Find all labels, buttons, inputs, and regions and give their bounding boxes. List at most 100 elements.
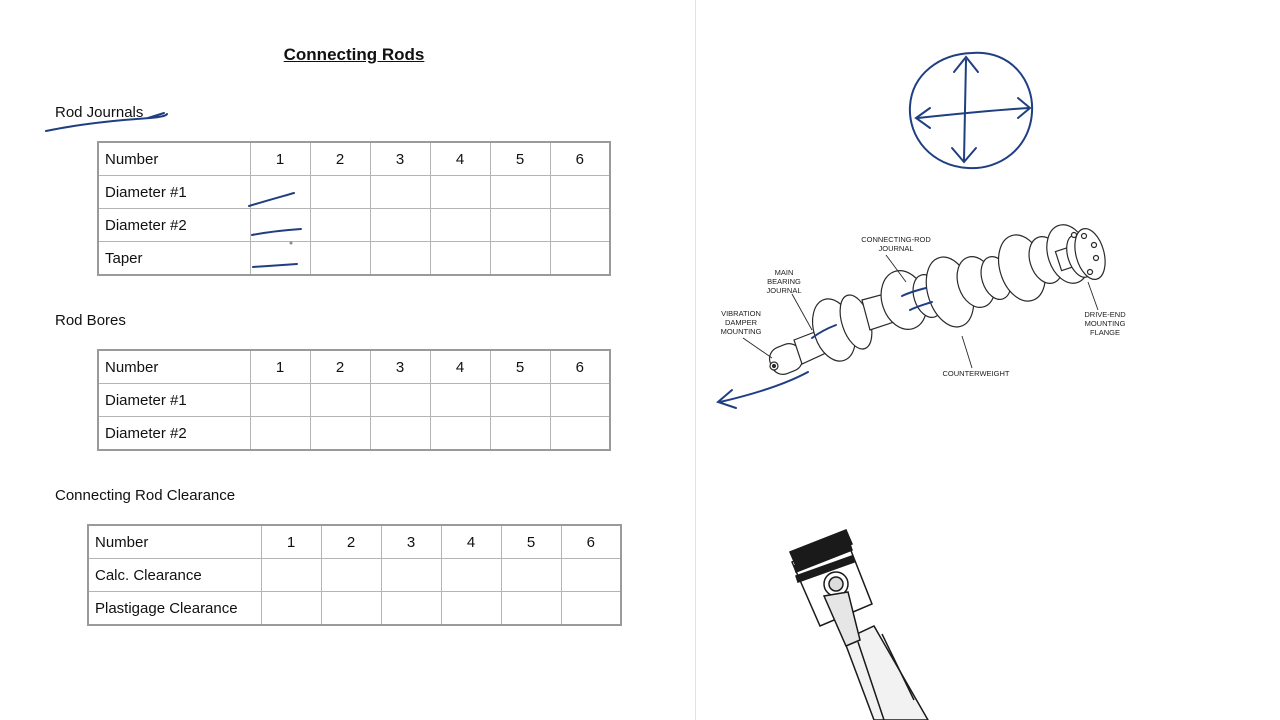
- column-number: 5: [500, 524, 562, 559]
- column-number: 3: [369, 349, 431, 384]
- column-number: 2: [320, 524, 382, 559]
- table-cell[interactable]: [309, 241, 371, 276]
- table-cell[interactable]: [429, 175, 491, 209]
- table-cell[interactable]: [369, 383, 431, 417]
- table-cell[interactable]: [249, 175, 311, 209]
- table-cell[interactable]: [429, 383, 491, 417]
- table-cell[interactable]: [369, 208, 431, 242]
- ink-circle-arrows-drawing: [908, 51, 1034, 170]
- table-cell[interactable]: [309, 175, 371, 209]
- table-cell[interactable]: [549, 416, 611, 451]
- label-main-bearing-journal-line2: BEARING: [767, 277, 801, 286]
- table-cell[interactable]: [500, 591, 562, 626]
- table-header-row: Number 1 2 3 4 5 6: [97, 349, 611, 384]
- table-cell[interactable]: [560, 558, 622, 592]
- worksheet-page: Connecting Rods Rod Journals Number 1 2 …: [45, 45, 622, 626]
- table-cell[interactable]: [260, 591, 322, 626]
- column-number: 1: [260, 524, 322, 559]
- table-cell[interactable]: [309, 416, 371, 451]
- rod-journals-table: Number 1 2 3 4 5 6 Diameter #1 Diameter …: [97, 141, 611, 276]
- table-cell[interactable]: [249, 383, 311, 417]
- table-cell[interactable]: [489, 208, 551, 242]
- section-heading-connecting-rod-clearance: Connecting Rod Clearance: [55, 487, 236, 504]
- header-cell: Number: [87, 524, 262, 559]
- table-row: Diameter #1: [97, 383, 611, 417]
- column-number: 6: [549, 141, 611, 176]
- page-title: Connecting Rods: [283, 45, 425, 64]
- table-cell[interactable]: [249, 241, 311, 276]
- table-cell[interactable]: [549, 208, 611, 242]
- table-cell[interactable]: [549, 241, 611, 276]
- label-main-bearing-journal-line3: JOURNAL: [766, 286, 801, 295]
- label-drive-end-line2: MOUNTING: [1085, 319, 1126, 328]
- column-number: 4: [429, 141, 491, 176]
- table-row: Calc. Clearance: [87, 558, 622, 592]
- column-number: 6: [560, 524, 622, 559]
- heading-underline-tick: [147, 112, 165, 119]
- table-cell[interactable]: [429, 208, 491, 242]
- column-number: 4: [429, 349, 491, 384]
- table-cell[interactable]: [489, 241, 551, 276]
- table-cell[interactable]: [489, 383, 551, 417]
- column-number: 2: [309, 349, 371, 384]
- table-header-row: Number 1 2 3 4 5 6: [97, 141, 611, 176]
- table-cell[interactable]: [260, 558, 322, 592]
- column-number: 3: [369, 141, 431, 176]
- crankshaft-diagram: [768, 224, 1106, 375]
- row-label: Diameter #1: [97, 175, 251, 209]
- row-label: Plastigage Clearance: [87, 591, 262, 626]
- table-row: Plastigage Clearance: [87, 591, 622, 626]
- row-label: Diameter #1: [97, 383, 251, 417]
- table-cell[interactable]: [369, 241, 431, 276]
- table-header-row: Number 1 2 3 4 5 6: [87, 524, 622, 559]
- table-row: Diameter #1: [97, 175, 611, 209]
- crankshaft-labels: CONNECTING-ROD JOURNAL MAIN BEARING JOUR…: [721, 235, 1127, 378]
- page-divider: [695, 0, 696, 720]
- column-number: 4: [440, 524, 502, 559]
- column-number: 1: [249, 141, 311, 176]
- table-cell[interactable]: [549, 175, 611, 209]
- row-label: Diameter #2: [97, 208, 251, 242]
- column-number: 3: [380, 524, 442, 559]
- column-number: 5: [489, 141, 551, 176]
- table-cell[interactable]: [560, 591, 622, 626]
- table-cell[interactable]: [429, 416, 491, 451]
- table-cell[interactable]: [369, 175, 431, 209]
- reference-illustrations-page: CONNECTING-ROD JOURNAL MAIN BEARING JOUR…: [696, 0, 1280, 720]
- section-heading-rod-journals: Rod Journals: [55, 104, 144, 121]
- table-cell[interactable]: [549, 383, 611, 417]
- column-number: 5: [489, 349, 551, 384]
- table-cell[interactable]: [489, 416, 551, 451]
- table-cell[interactable]: [309, 208, 371, 242]
- label-vibration-damper-line3: MOUNTING: [721, 327, 762, 336]
- label-drive-end-line1: DRIVE-END: [1084, 310, 1126, 319]
- row-label: Taper: [97, 241, 251, 276]
- table-cell[interactable]: [440, 591, 502, 626]
- table-cell[interactable]: [380, 558, 442, 592]
- column-number: 1: [249, 349, 311, 384]
- label-connecting-rod-journal-line1: CONNECTING-ROD: [861, 235, 931, 244]
- crankshaft-ink-marks: [716, 287, 933, 409]
- table-row: Taper: [97, 241, 611, 276]
- row-label: Diameter #2: [97, 416, 251, 451]
- label-connecting-rod-journal-line2: JOURNAL: [878, 244, 913, 253]
- diagram-leader-lines: [742, 254, 1099, 369]
- table-cell[interactable]: [320, 558, 382, 592]
- table-cell[interactable]: [249, 208, 311, 242]
- rod-bores-table: Number 1 2 3 4 5 6 Diameter #1 Diameter …: [97, 349, 611, 451]
- label-vibration-damper-line1: VIBRATION: [721, 309, 761, 318]
- table-row: Diameter #2: [97, 208, 611, 242]
- table-cell[interactable]: [440, 558, 502, 592]
- table-cell[interactable]: [489, 175, 551, 209]
- row-label: Calc. Clearance: [87, 558, 262, 592]
- table-cell[interactable]: [249, 416, 311, 451]
- table-cell[interactable]: [369, 416, 431, 451]
- table-cell[interactable]: [429, 241, 491, 276]
- table-cell[interactable]: [500, 558, 562, 592]
- label-vibration-damper-line2: DAMPER: [725, 318, 758, 327]
- table-cell[interactable]: [380, 591, 442, 626]
- table-cell[interactable]: [309, 383, 371, 417]
- table-cell[interactable]: [320, 591, 382, 626]
- piston-illustration: [789, 529, 929, 720]
- column-number: 2: [309, 141, 371, 176]
